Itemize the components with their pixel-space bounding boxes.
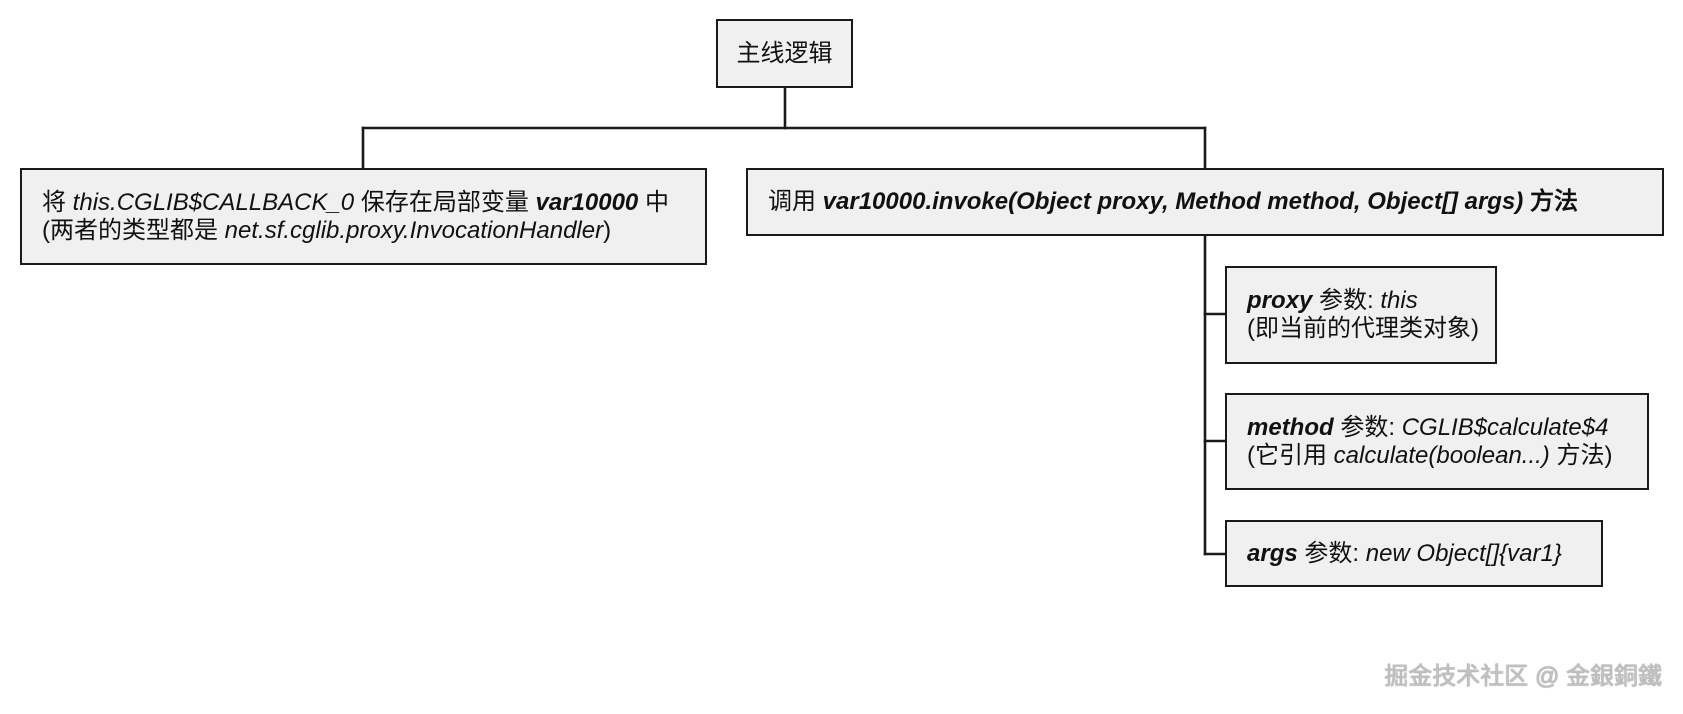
method-note-suffix: 方法) — [1549, 441, 1613, 469]
args-param-value: new Object[]{var1} — [1365, 539, 1562, 567]
args-param-name: args — [1247, 539, 1298, 567]
root-node: 主线逻辑 — [716, 19, 853, 88]
type-note-prefix: (两者的类型都是 — [42, 216, 225, 244]
invoke-node: 调用 var10000.invoke(Object proxy, Method … — [746, 168, 1664, 236]
invoke-call-code: var10000.invoke(Object proxy, Method met… — [822, 188, 1524, 215]
callback-field-code: this.CGLIB$CALLBACK_0 — [72, 188, 355, 216]
args-param-label: 参数: — [1297, 539, 1366, 567]
store-node-suffix: 中 — [638, 188, 669, 216]
store-node-middle: 保存在局部变量 — [354, 188, 536, 216]
proxy-param-line-2: (即当前的代理类对象) — [1247, 315, 1495, 343]
local-variable-code: var10000 — [535, 188, 639, 216]
invoke-node-prefix: 调用 — [768, 188, 823, 215]
args-param-line: args 参数: new Object[]{var1} — [1247, 540, 1601, 568]
args-param-node: args 参数: new Object[]{var1} — [1225, 520, 1603, 587]
proxy-param-node: proxy 参数: this (即当前的代理类对象) — [1225, 266, 1497, 364]
store-node-line-2: (两者的类型都是 net.sf.cglib.proxy.InvocationHa… — [42, 217, 705, 245]
method-note-prefix: (它引用 — [1247, 441, 1334, 469]
store-node-line-1: 将 this.CGLIB$CALLBACK_0 保存在局部变量 var10000… — [42, 189, 705, 217]
proxy-param-line-1: proxy 参数: this — [1247, 287, 1495, 315]
type-note-suffix: ) — [603, 216, 612, 244]
root-node-label: 主线逻辑 — [736, 39, 833, 67]
invoke-node-line: 调用 var10000.invoke(Object proxy, Method … — [768, 188, 1662, 216]
method-param-node: method 参数: CGLIB$calculate$4 (它引用 calcul… — [1225, 393, 1649, 490]
invoke-node-suffix: 方法 — [1523, 188, 1578, 215]
proxy-param-value: this — [1380, 287, 1418, 314]
handler-type-code: net.sf.cglib.proxy.InvocationHandler — [224, 216, 604, 244]
method-param-line-2: (它引用 calculate(boolean...) 方法) — [1247, 442, 1647, 470]
method-param-label: 参数: — [1333, 413, 1402, 441]
method-param-value: CGLIB$calculate$4 — [1401, 413, 1609, 441]
method-note-code: calculate(boolean...) — [1333, 441, 1550, 469]
proxy-param-note: (即当前的代理类对象) — [1247, 315, 1479, 342]
proxy-param-name: proxy — [1247, 287, 1313, 314]
proxy-param-label: 参数: — [1312, 287, 1381, 314]
method-param-line-1: method 参数: CGLIB$calculate$4 — [1247, 414, 1647, 442]
method-param-name: method — [1247, 413, 1334, 441]
store-callback-node: 将 this.CGLIB$CALLBACK_0 保存在局部变量 var10000… — [20, 168, 707, 265]
store-node-prefix: 将 — [42, 188, 73, 216]
watermark: 掘金技术社区 @ 金銀銅鐵 — [1384, 663, 1662, 690]
